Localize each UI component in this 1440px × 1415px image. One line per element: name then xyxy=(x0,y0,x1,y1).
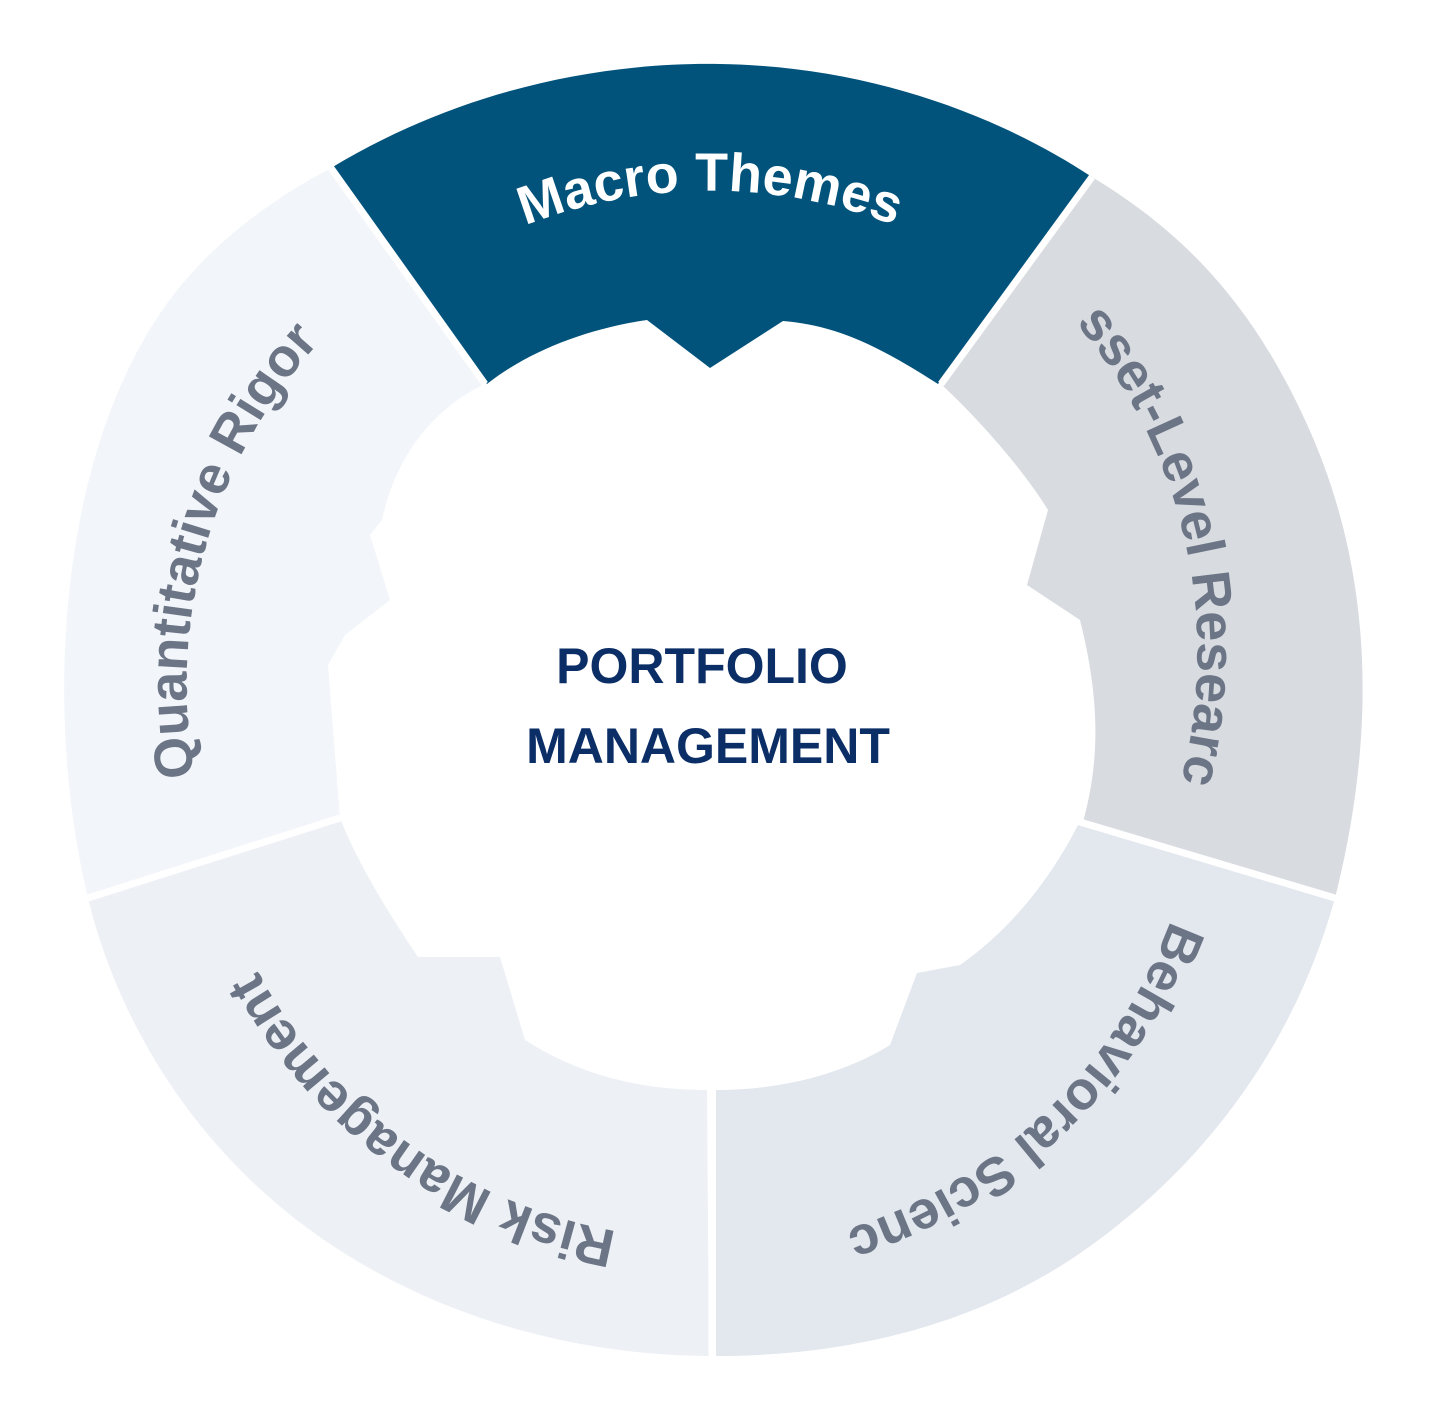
center-title-line-1: PORTFOLIO xyxy=(556,638,848,694)
segment-separators xyxy=(86,165,1336,1360)
segment-quantitative-rigor[interactable] xyxy=(64,168,486,898)
segment-asset-level-research[interactable] xyxy=(941,177,1363,898)
segment-macro-themes[interactable] xyxy=(331,63,1092,385)
center-title-line-2: MANAGEMENT xyxy=(526,718,890,774)
segment-behavioral-science[interactable] xyxy=(716,825,1335,1356)
segment-risk-management[interactable] xyxy=(88,818,709,1356)
